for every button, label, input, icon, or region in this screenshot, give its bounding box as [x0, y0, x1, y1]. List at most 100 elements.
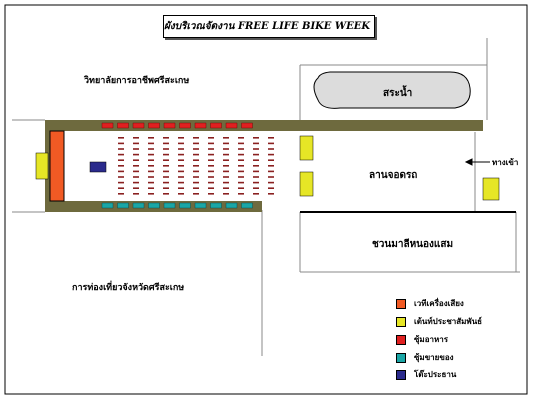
seat	[178, 165, 184, 167]
stage	[49, 130, 65, 202]
seat	[208, 176, 214, 178]
seat	[148, 153, 154, 156]
seat	[208, 148, 214, 150]
shop-stall	[241, 202, 253, 209]
seat	[223, 193, 229, 195]
seat	[253, 148, 259, 150]
seat	[163, 137, 169, 139]
seat	[208, 165, 214, 167]
seat	[193, 176, 199, 178]
seat	[253, 181, 259, 184]
seat	[178, 181, 184, 184]
seat	[163, 159, 169, 161]
food-stall	[194, 122, 207, 129]
seat	[178, 176, 184, 178]
seat	[148, 142, 154, 145]
seat	[148, 193, 154, 195]
seat	[268, 170, 274, 173]
seat	[133, 176, 139, 178]
seat	[163, 142, 169, 145]
seat	[253, 193, 259, 195]
seat	[193, 137, 199, 139]
seat	[238, 176, 244, 178]
seat	[268, 187, 274, 189]
label-tourism: การท่องเที่ยวจังหวัดศรีสะเกษ	[72, 283, 185, 293]
seat	[163, 148, 169, 150]
seat	[193, 170, 199, 173]
seat	[178, 148, 184, 150]
seat	[253, 165, 259, 167]
seat	[253, 170, 259, 173]
seat	[238, 170, 244, 173]
seat	[148, 159, 154, 161]
seat	[133, 148, 139, 150]
label-community: ชวนมาลีหนองแสม	[372, 239, 454, 250]
map-border	[4, 4, 528, 395]
seat	[148, 176, 154, 178]
seat	[118, 165, 124, 167]
seat	[223, 153, 229, 156]
seat	[133, 165, 139, 167]
seat	[238, 148, 244, 150]
seat	[133, 153, 139, 156]
seat	[268, 142, 274, 145]
seat	[208, 170, 214, 173]
seat	[133, 170, 139, 173]
seat	[238, 165, 244, 167]
seat	[178, 153, 184, 156]
seat	[268, 181, 274, 184]
seat	[118, 176, 124, 178]
seat	[118, 187, 124, 189]
seat	[163, 193, 169, 195]
food-stall	[241, 122, 253, 129]
seat	[118, 159, 124, 161]
seat	[163, 165, 169, 167]
seat	[133, 181, 139, 184]
seat	[238, 159, 244, 161]
legend-label-shop: ซุ้มขายของ	[414, 352, 454, 362]
legend-label-tent: เต้นท์ประชาสัมพันธ์	[414, 316, 483, 326]
seat	[208, 153, 214, 156]
seat	[223, 148, 229, 150]
shop-stall	[179, 202, 191, 209]
seat	[268, 176, 274, 178]
food-stalls	[101, 122, 253, 129]
seat	[163, 153, 169, 156]
entrance-arrow	[464, 158, 490, 166]
seat	[148, 187, 154, 189]
food-stall	[117, 122, 129, 129]
food-stall	[163, 122, 176, 129]
seat	[148, 170, 154, 173]
legend-swatch-table	[396, 370, 406, 380]
president-table	[89, 161, 107, 173]
seat	[148, 181, 154, 184]
label-college: วิทยาลัยการอาชีพศรีสะเกษ	[84, 76, 190, 86]
food-stall	[225, 122, 238, 129]
seat	[148, 148, 154, 150]
seat	[253, 187, 259, 189]
legend-label-stage: เวทีเครื่องเสียง	[414, 298, 464, 308]
seat	[118, 193, 124, 195]
seat	[253, 176, 259, 178]
label-plaza: ลานจอดรถ	[369, 170, 418, 181]
seat	[208, 137, 214, 139]
seat	[118, 153, 124, 156]
seat	[193, 181, 199, 184]
seat	[133, 193, 139, 195]
food-stall	[148, 122, 160, 129]
seat	[268, 159, 274, 161]
seat	[133, 137, 139, 139]
seat	[253, 159, 259, 161]
seat	[178, 187, 184, 189]
tent-east-1	[299, 135, 314, 161]
seat	[148, 165, 154, 167]
seat	[163, 176, 169, 178]
seat	[208, 181, 214, 184]
seat	[223, 187, 229, 189]
page-title: ผังบริเวณจัดงาน FREE LIFE BIKE WEEK ครั้…	[163, 15, 375, 38]
shop-stall	[132, 202, 145, 209]
seat	[178, 137, 184, 139]
seat	[223, 142, 229, 145]
seat	[133, 142, 139, 145]
seat	[208, 142, 214, 145]
